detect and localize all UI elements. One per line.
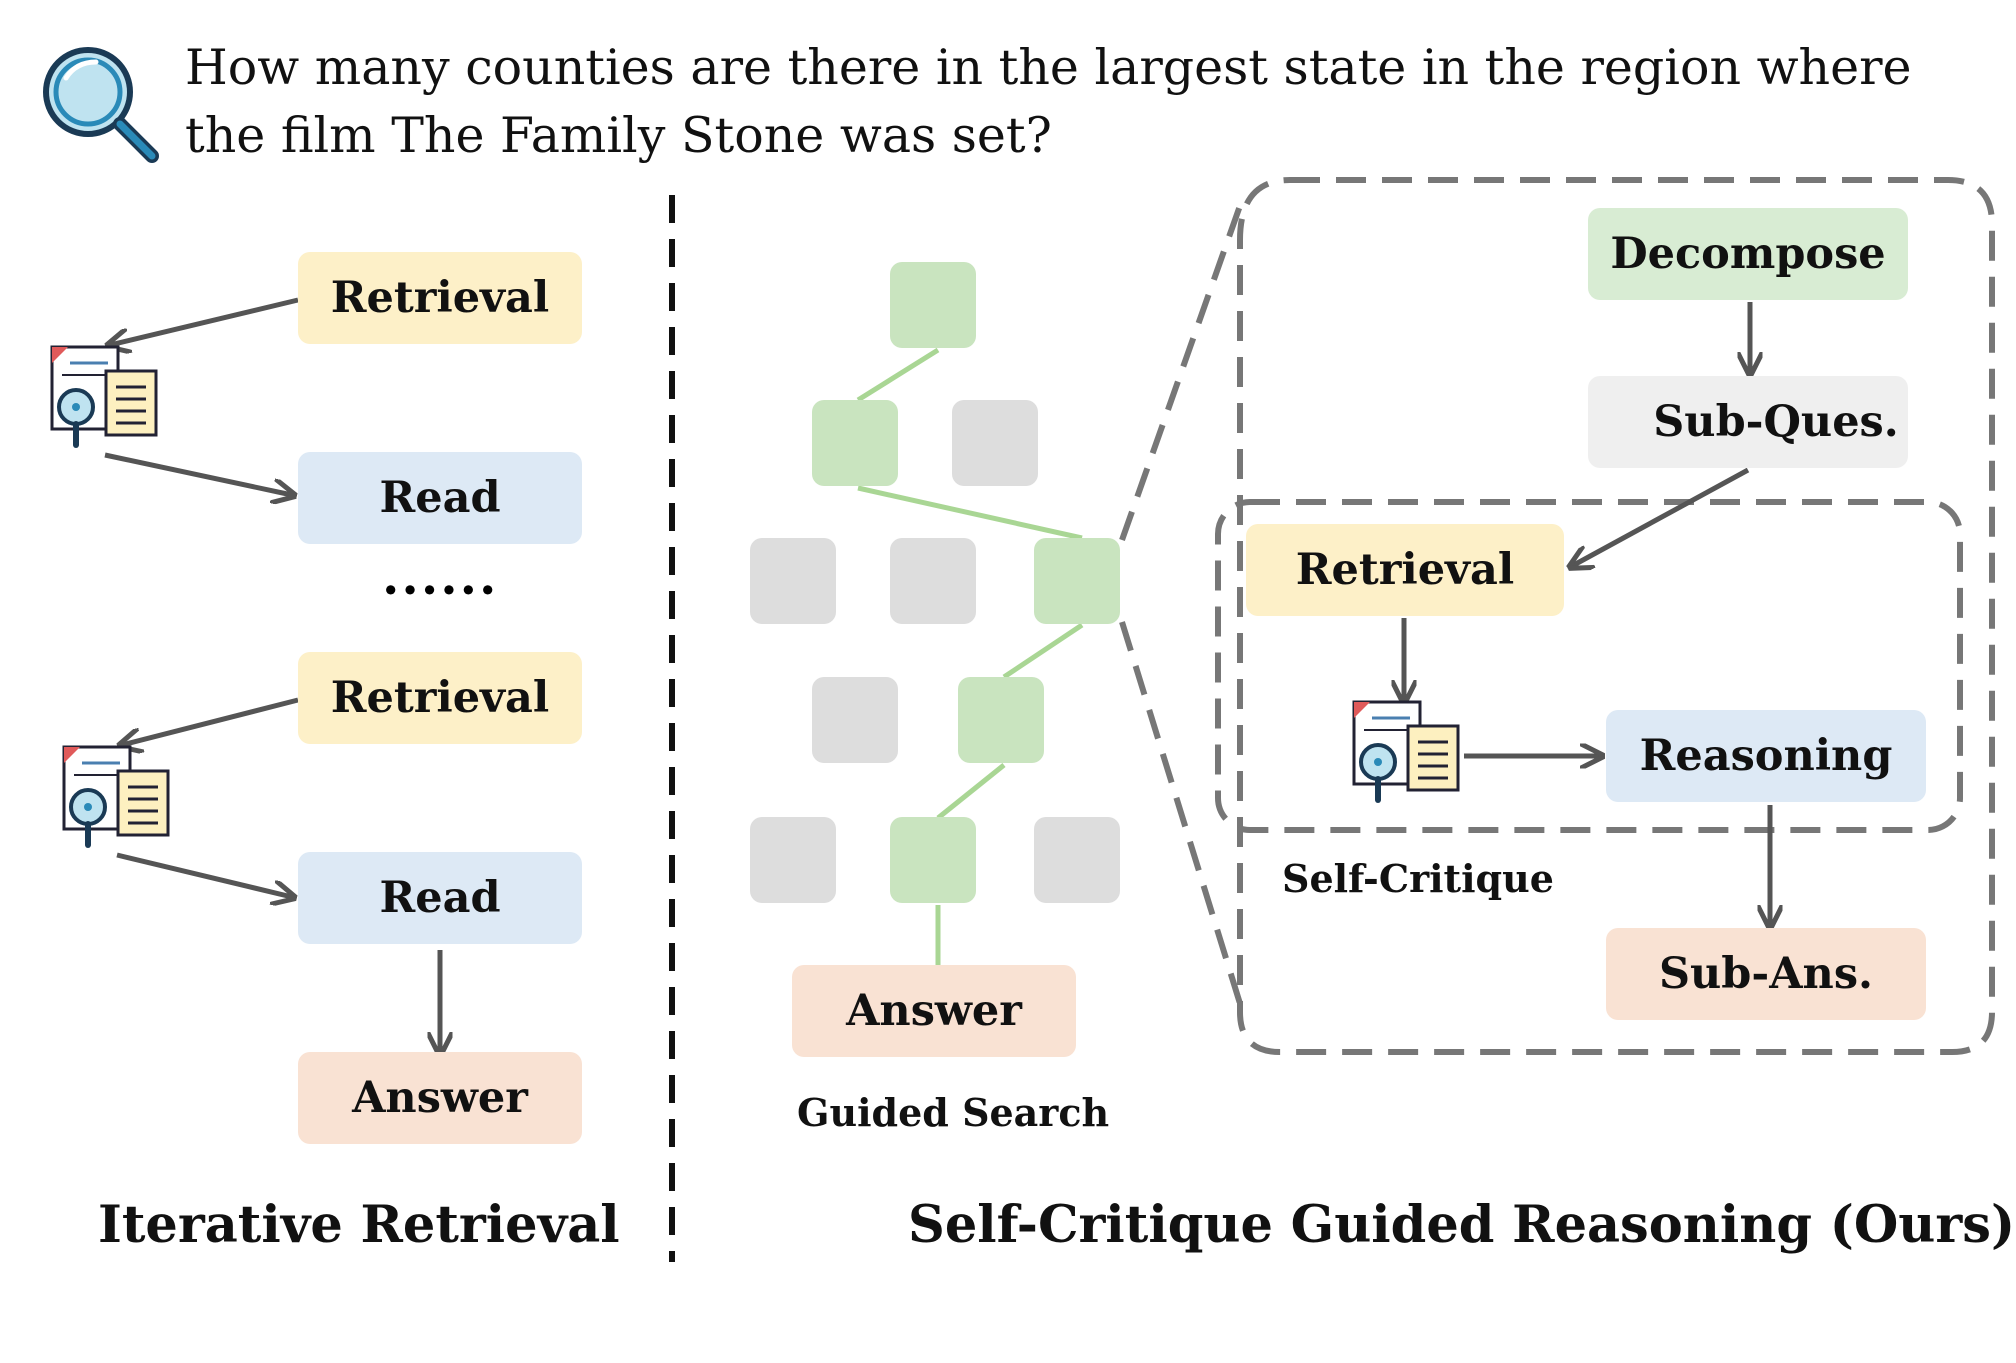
left-retrieval-box-1: Retrieval	[298, 252, 582, 344]
document-search-icon	[50, 345, 158, 448]
decompose-box: Decompose	[1588, 208, 1908, 300]
reasoning-box: Reasoning	[1606, 710, 1926, 802]
search-node-path-selected	[1034, 538, 1120, 624]
guided-answer-box: Answer	[792, 965, 1076, 1057]
left-answer-box: Answer	[298, 1052, 582, 1144]
search-node	[952, 400, 1038, 486]
search-node	[1034, 817, 1120, 903]
search-node	[750, 538, 836, 624]
question-text: How many counties are there in the large…	[185, 39, 1912, 164]
search-node-path	[812, 400, 898, 486]
search-node-path	[890, 817, 976, 903]
search-node-path	[958, 677, 1044, 763]
search-node-path	[890, 262, 976, 348]
left-retrieval-box-2: Retrieval	[298, 652, 582, 744]
search-node	[812, 677, 898, 763]
left-read-box-2: Read	[298, 852, 582, 944]
left-read-box-1: Read	[298, 452, 582, 544]
left-panel-caption: Iterative Retrieval	[98, 1195, 620, 1255]
magnifier-icon	[43, 47, 159, 163]
document-search-icon	[1352, 700, 1460, 803]
ellipsis: ······	[382, 560, 499, 619]
search-node	[890, 538, 976, 624]
search-node	[750, 817, 836, 903]
sub-answer-box: Sub-Ans.	[1606, 928, 1926, 1020]
document-search-icon	[62, 745, 170, 848]
guided-search-label: Guided Search	[797, 1090, 1110, 1135]
right-panel-caption: Self-Critique Guided Reasoning (Ours)	[908, 1195, 2016, 1255]
self-critique-label: Self-Critique	[1282, 856, 1554, 901]
detail-retrieval-box: Retrieval	[1246, 524, 1564, 616]
sub-question-box: Sub-Ques.	[1588, 376, 1908, 468]
